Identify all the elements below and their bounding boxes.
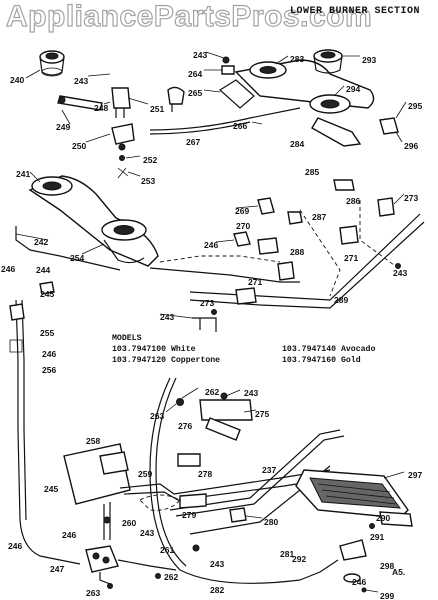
callout-249: 249 bbox=[56, 122, 70, 132]
callout-285: 285 bbox=[305, 167, 319, 177]
callout-242: 242 bbox=[34, 237, 48, 247]
callout-245: 245 bbox=[44, 484, 58, 494]
oven-safety-valve-247 bbox=[85, 545, 177, 589]
callout-251: 251 bbox=[150, 104, 164, 114]
callout-246: 246 bbox=[62, 530, 76, 540]
callout-296: 296 bbox=[404, 141, 418, 151]
callout-243: 243 bbox=[393, 268, 407, 278]
callout-261: 261 bbox=[160, 545, 174, 555]
callout-258: 258 bbox=[86, 436, 100, 446]
callout-292: 292 bbox=[292, 554, 306, 564]
callout-241: 241 bbox=[16, 169, 30, 179]
callout-273: 273 bbox=[404, 193, 418, 203]
callout-250: 250 bbox=[72, 141, 86, 151]
callout-266: 266 bbox=[233, 121, 247, 131]
callout-243: 243 bbox=[140, 528, 154, 538]
callout-278: 278 bbox=[198, 469, 212, 479]
oven-burner-tube-297 bbox=[295, 469, 413, 593]
watermark-text: AppliancePartsPros.com bbox=[5, 0, 373, 34]
models-list: MODELS 103.7947100 White 103.7947140 Avoc… bbox=[112, 333, 375, 366]
callout-284: 284 bbox=[290, 139, 304, 149]
model-coppertone: 103.7947120 Coppertone bbox=[112, 356, 221, 365]
callout-283: 283 bbox=[290, 54, 304, 64]
callout-252: 252 bbox=[143, 155, 157, 165]
callout-247: 247 bbox=[50, 564, 64, 574]
callout-289: 289 bbox=[334, 295, 348, 305]
section-title: LOWER BURNER SECTION bbox=[290, 6, 421, 17]
callout-271: 271 bbox=[248, 277, 262, 287]
callout-246: 246 bbox=[8, 541, 22, 551]
callout-244: 244 bbox=[36, 265, 50, 275]
callout-leaders bbox=[15, 51, 407, 593]
callout-243: 243 bbox=[160, 312, 174, 322]
callout-288: 288 bbox=[290, 247, 304, 257]
callout-273: 273 bbox=[200, 298, 214, 308]
callout-269: 269 bbox=[235, 206, 249, 216]
callout-267: 267 bbox=[186, 137, 200, 147]
callout-290: 290 bbox=[376, 513, 390, 523]
callout-254: 254 bbox=[70, 253, 84, 263]
callout-246: 246 bbox=[42, 349, 56, 359]
gas-manifold-tubes bbox=[15, 107, 425, 565]
callout-246: 246 bbox=[352, 577, 366, 587]
models-heading: MODELS bbox=[112, 334, 142, 343]
callout-243: 243 bbox=[210, 559, 224, 569]
callout-243: 243 bbox=[193, 50, 207, 60]
callout-276: 276 bbox=[178, 421, 192, 431]
model-gold: 103.7947160 Gold bbox=[282, 356, 361, 365]
callout-298: 298 bbox=[380, 561, 394, 571]
callout-264: 264 bbox=[188, 69, 202, 79]
gas-valve-assembly-248 bbox=[57, 86, 185, 179]
callout-297: 297 bbox=[408, 470, 422, 480]
callout-237: 237 bbox=[262, 465, 276, 475]
diagram-code: A5. bbox=[392, 567, 406, 577]
valves-orifices bbox=[9, 179, 401, 353]
callout-260: 260 bbox=[122, 518, 136, 528]
model-row: 103.7947100 White 103.7947140 Avocado bbox=[112, 344, 375, 355]
callout-243: 243 bbox=[74, 76, 88, 86]
callout-271: 271 bbox=[344, 253, 358, 263]
callout-259: 259 bbox=[138, 469, 152, 479]
callout-243: 243 bbox=[244, 388, 258, 398]
model-white: 103.7947100 White bbox=[112, 345, 196, 354]
callout-287: 287 bbox=[312, 212, 326, 222]
burner-assembly-right-top bbox=[219, 49, 399, 147]
callout-293: 293 bbox=[362, 55, 376, 65]
callout-245: 245 bbox=[40, 289, 54, 299]
callout-256: 256 bbox=[42, 365, 56, 375]
callout-270: 270 bbox=[236, 221, 250, 231]
callout-295: 295 bbox=[408, 101, 422, 111]
callout-286: 286 bbox=[346, 196, 360, 206]
callout-248: 248 bbox=[94, 103, 108, 113]
callout-279: 279 bbox=[182, 510, 196, 520]
callout-265: 265 bbox=[188, 88, 202, 98]
oven-burner-lower bbox=[63, 377, 345, 584]
callout-246: 246 bbox=[1, 264, 15, 274]
callout-262: 262 bbox=[205, 387, 219, 397]
callout-240: 240 bbox=[10, 75, 24, 85]
burner-cap-240 bbox=[39, 50, 65, 77]
model-avocado: 103.7947140 Avocado bbox=[282, 345, 376, 354]
callout-263: 263 bbox=[86, 588, 100, 598]
burner-assembly-left bbox=[28, 175, 159, 267]
callout-262: 262 bbox=[164, 572, 178, 582]
callout-255: 255 bbox=[40, 328, 54, 338]
callout-280: 280 bbox=[264, 517, 278, 527]
callout-275: 275 bbox=[255, 409, 269, 419]
callout-263: 263 bbox=[150, 411, 164, 421]
callout-282: 282 bbox=[210, 585, 224, 595]
callout-281: 281 bbox=[280, 549, 294, 559]
callout-299: 299 bbox=[380, 591, 394, 600]
model-row: 103.7947120 Coppertone 103.7947160 Gold bbox=[112, 355, 375, 366]
callout-253: 253 bbox=[141, 176, 155, 186]
callout-246: 246 bbox=[204, 240, 218, 250]
callout-294: 294 bbox=[346, 84, 360, 94]
callout-291: 291 bbox=[370, 532, 384, 542]
